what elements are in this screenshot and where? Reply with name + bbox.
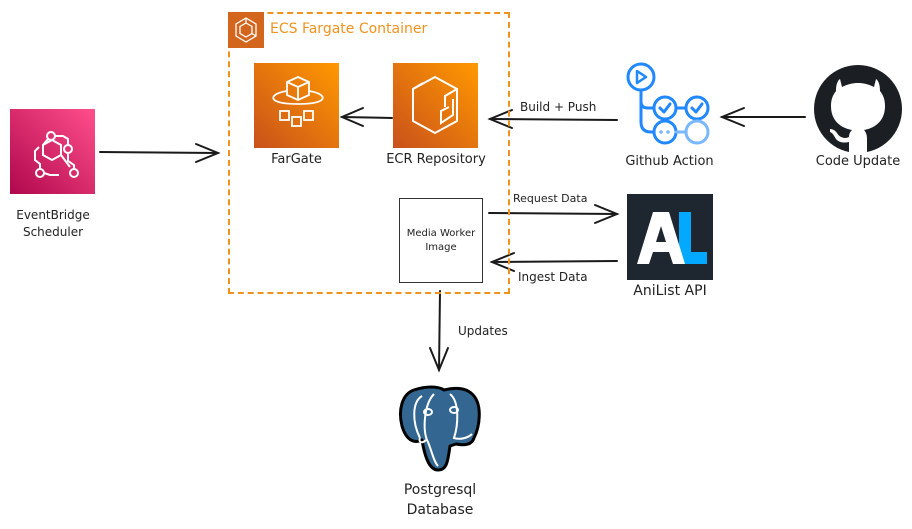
edge-worker-to-anilist bbox=[488, 204, 620, 224]
edge-code-to-github bbox=[719, 107, 806, 127]
ecr-node[interactable] bbox=[393, 63, 478, 148]
code-update-node[interactable] bbox=[813, 65, 903, 155]
ecs-fargate-container[interactable] bbox=[228, 12, 510, 294]
edge-label-request-data: Request Data bbox=[513, 192, 588, 205]
postgres-node[interactable] bbox=[394, 382, 486, 477]
eventbridge-node[interactable] bbox=[10, 109, 95, 194]
media-worker-image[interactable]: Media Worker Image bbox=[399, 198, 483, 283]
anilist-node[interactable] bbox=[627, 194, 713, 280]
ecs-container-title: ECS Fargate Container bbox=[270, 21, 428, 37]
anilist-logo-icon bbox=[627, 194, 713, 280]
fargate-icon bbox=[254, 63, 339, 148]
edge-github-to-ecr bbox=[487, 109, 618, 129]
edge-ecs-to-postgres bbox=[429, 290, 449, 373]
edge-ecr-to-fargate bbox=[339, 107, 393, 127]
media-worker-label-line1: Media Worker bbox=[406, 227, 476, 239]
postgres-label-line2: Database bbox=[406, 502, 474, 518]
github-action-icon bbox=[626, 62, 710, 145]
postgres-elephant-icon bbox=[399, 385, 481, 472]
eventbridge-label-line2: Scheduler bbox=[22, 225, 84, 239]
fargate-node[interactable] bbox=[254, 63, 339, 148]
edge-anilist-to-worker bbox=[489, 252, 618, 272]
edge-eventbridge-to-ecs bbox=[99, 143, 221, 163]
anilist-label: AniList API bbox=[633, 283, 707, 299]
eventbridge-icon bbox=[10, 109, 95, 194]
github-logo-icon bbox=[814, 65, 902, 153]
ecs-icon bbox=[235, 17, 257, 43]
eventbridge-label-line1: EventBridge bbox=[16, 208, 90, 222]
ecr-label: ECR Repository bbox=[386, 152, 486, 167]
edge-label-ingest-data: Ingest Data bbox=[518, 270, 588, 284]
postgres-label-line1: Postgresql bbox=[403, 482, 477, 498]
media-worker-label-line2: Image bbox=[425, 241, 457, 253]
ecr-icon bbox=[393, 63, 478, 148]
github-action-node[interactable] bbox=[622, 60, 717, 150]
fargate-label: FarGate bbox=[271, 152, 322, 167]
code-update-label: Code Update bbox=[815, 154, 901, 169]
github-action-label: Github Action bbox=[625, 154, 714, 169]
eventbridge-label: EventBridge Scheduler bbox=[8, 207, 98, 241]
edge-label-build-push: Build + Push bbox=[520, 100, 597, 114]
postgres-label: Postgresql Database bbox=[380, 480, 500, 520]
ecs-badge bbox=[228, 12, 264, 48]
edge-label-updates: Updates bbox=[458, 324, 508, 338]
